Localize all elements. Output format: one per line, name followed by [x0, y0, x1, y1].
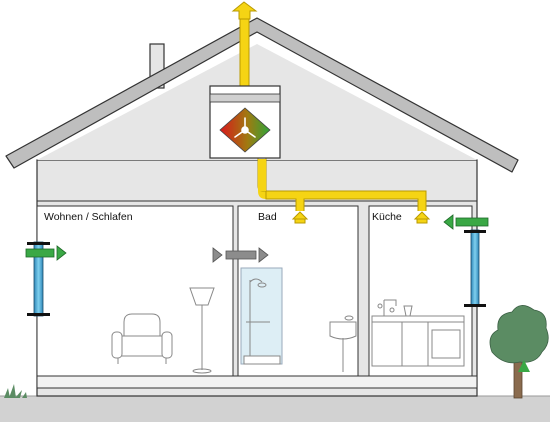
- armchair-icon: [111, 313, 173, 364]
- kitchen-supply-arrow-icon: [443, 214, 454, 230]
- exhaust-arrow-icon: [231, 1, 258, 20]
- tree-icon: [489, 305, 549, 399]
- wall-inlet-left: [25, 241, 67, 317]
- exhaust-duct: [239, 17, 427, 211]
- ground: [0, 396, 550, 422]
- washbasin-icon: [329, 315, 357, 372]
- wall-inlet-kitchen: [443, 214, 489, 307]
- label-kitchen: Küche: [372, 211, 402, 223]
- transfer-arrow-icon: [212, 247, 223, 263]
- supply-arrow-icon: [56, 245, 67, 261]
- shower-icon: [240, 267, 283, 365]
- transfer-flow: [212, 247, 269, 263]
- label-bath: Bad: [258, 211, 277, 223]
- roof: [5, 17, 519, 173]
- floor-lamp-icon: [189, 287, 215, 374]
- grass-icon: [4, 384, 27, 398]
- kitchen-unit-icon: [371, 299, 465, 367]
- label-living: Wohnen / Schlafen: [44, 211, 133, 223]
- floor-slab: [36, 375, 478, 389]
- heat-recovery-unit: [209, 85, 281, 159]
- transfer-arrow-2-icon: [258, 247, 269, 263]
